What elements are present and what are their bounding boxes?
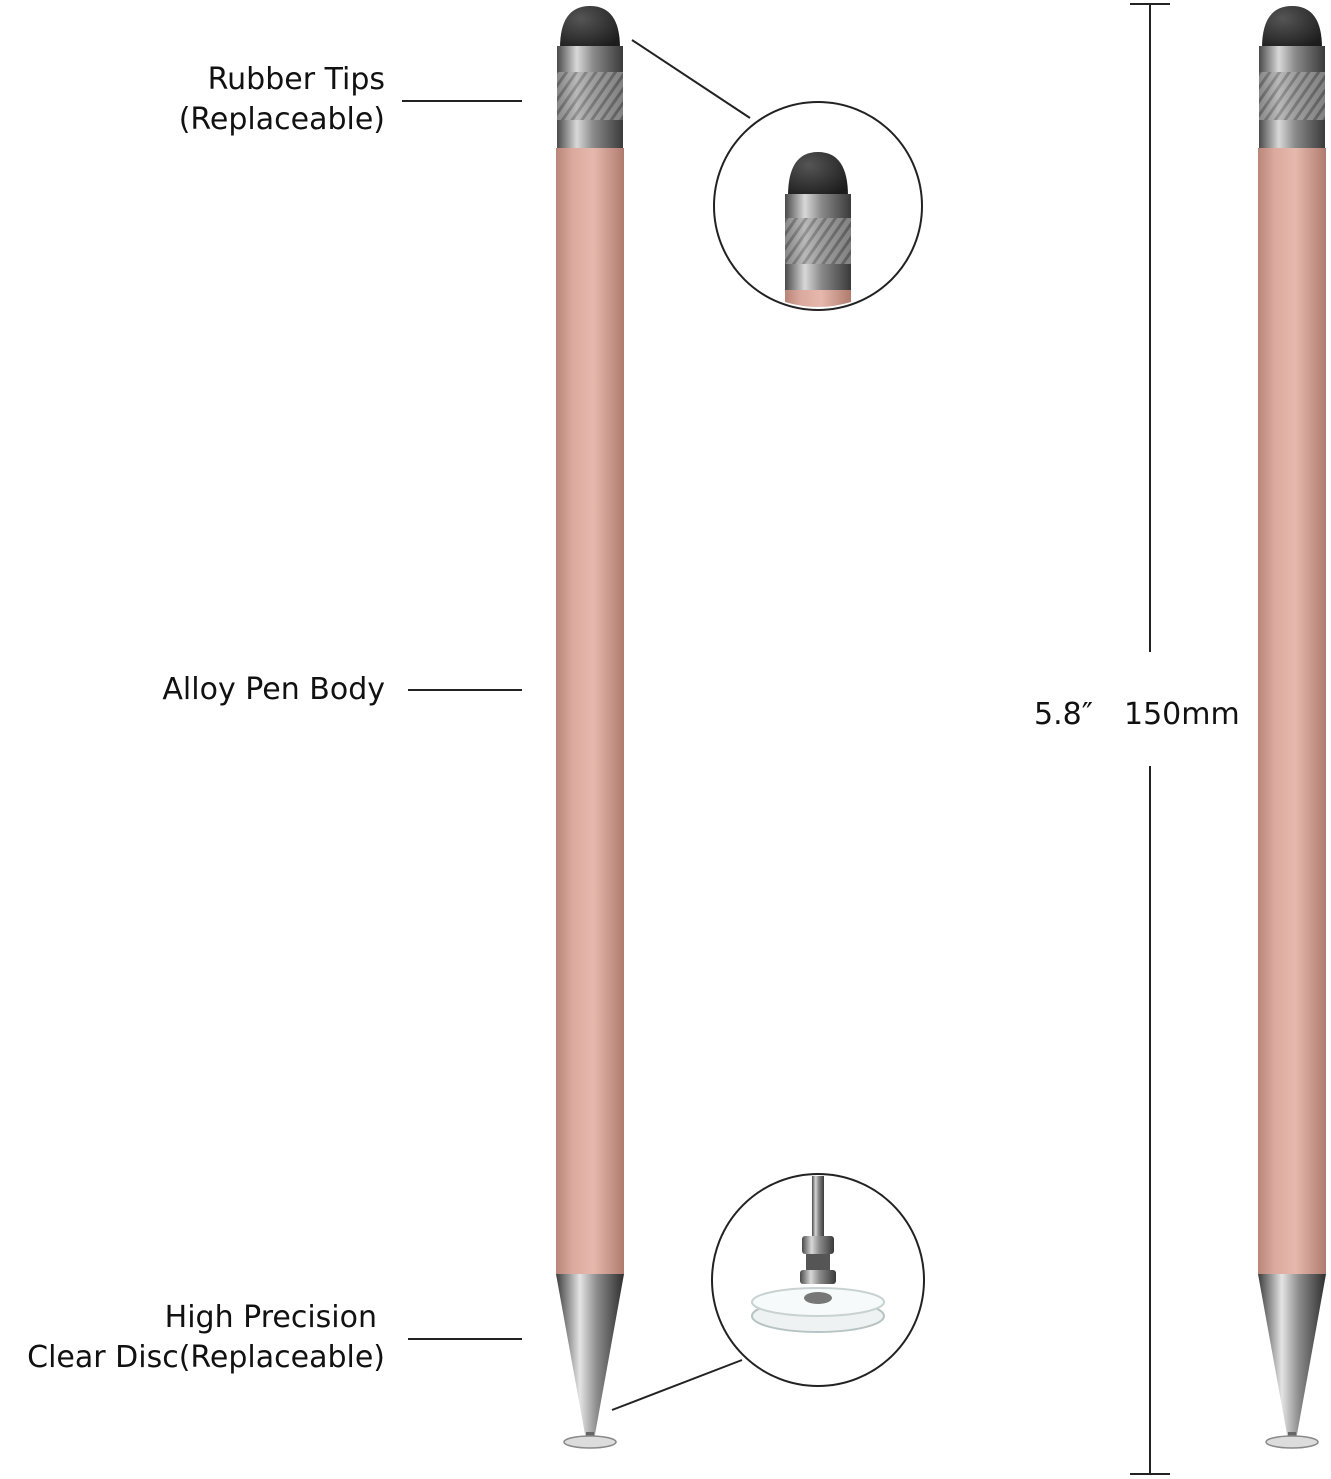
clear-disc-line2: Clear Disc(Replaceable) [27, 1340, 385, 1375]
length-inches: 5.8″ [1034, 697, 1093, 732]
rubber-tips-line2: (Replaceable) [178, 102, 385, 137]
clear-disc-leader [408, 1338, 522, 1340]
alloy-body-label: Alloy Pen Body [162, 672, 385, 707]
rubber-tips-leader [402, 100, 522, 102]
dimension-line [1130, 3, 1170, 1475]
rubber-tips-label: Rubber Tips (Replaceable) [179, 60, 385, 140]
length-millimeters: 150mm [1124, 697, 1240, 732]
clear-disc-zoom [611, 1173, 925, 1411]
alloy-body-leader [408, 689, 522, 691]
stylus-pen-left [556, 6, 624, 1449]
rubber-tips-line1: Rubber Tips [207, 62, 385, 97]
clear-disc-line1: High Precision [164, 1300, 377, 1335]
clear-disc-label: High Precision Clear Disc(Replaceable) [27, 1298, 385, 1378]
stylus-pen-right [1258, 6, 1326, 1449]
rubber-tip-zoom [631, 39, 923, 311]
